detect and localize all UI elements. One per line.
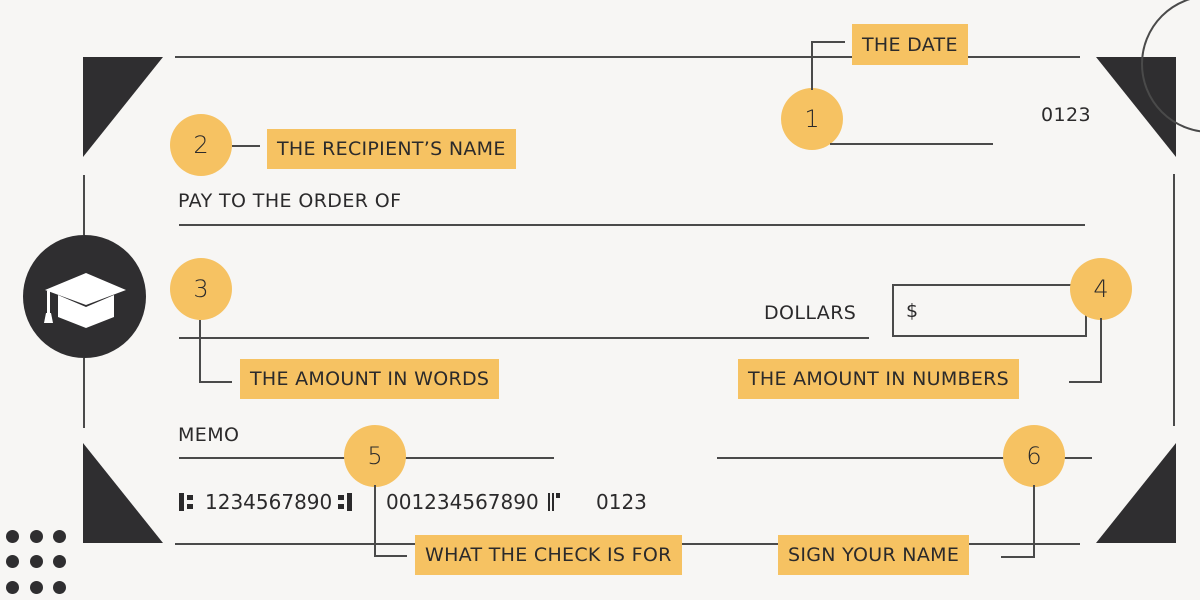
check-right-border — [1173, 174, 1175, 426]
callout-4-connector-h — [1069, 381, 1102, 383]
amount-words-line — [179, 337, 869, 339]
callout-2-label: THE RECIPIENT’S NAME — [267, 129, 516, 169]
callout-6-marker: 6 — [1003, 425, 1065, 487]
check-top-border — [175, 56, 1080, 58]
check-number: 0123 — [1041, 104, 1091, 126]
dollars-label: DOLLARS — [764, 302, 857, 324]
signature-line — [717, 457, 1092, 459]
corner-triangle-bottom-right — [1096, 443, 1176, 543]
check-left-border-lower — [83, 358, 85, 428]
callout-3-marker: 3 — [170, 258, 232, 320]
callout-2-marker: 2 — [170, 114, 232, 176]
payee-line — [179, 224, 1085, 226]
micr-transit-symbol-end — [338, 493, 354, 511]
micr-check-number: 0123 — [596, 490, 647, 514]
callout-1-marker: 1 — [781, 88, 843, 150]
micr-routing-number: 1234567890 — [205, 490, 333, 514]
callout-6-connector-h — [1001, 556, 1035, 558]
callout-3-label: THE AMOUNT IN WORDS — [240, 359, 500, 399]
memo-label: MEMO — [178, 424, 240, 446]
callout-1-connector-v — [811, 42, 813, 90]
callout-2-connector — [232, 145, 260, 147]
callout-1-label: THE DATE — [852, 24, 968, 65]
currency-symbol: $ — [906, 300, 919, 322]
callout-3-connector-h — [199, 381, 232, 383]
micr-account-number: 001234567890 — [386, 490, 539, 514]
callout-4-label: THE AMOUNT IN NUMBERS — [738, 359, 1020, 399]
callout-4-connector-v — [1100, 318, 1102, 383]
pay-to-label: PAY TO THE ORDER OF — [178, 190, 402, 212]
callout-1-connector-h — [811, 41, 845, 43]
callout-6-label: SIGN YOUR NAME — [778, 535, 970, 575]
callout-4-marker: 4 — [1070, 258, 1132, 320]
callout-5-connector-v — [374, 485, 376, 556]
corner-triangle-top-right — [1096, 57, 1176, 157]
graduation-cap-icon — [44, 273, 126, 328]
micr-transit-symbol — [179, 493, 195, 511]
decorative-circle-outline — [1141, 0, 1200, 133]
callout-3-connector-v — [199, 320, 201, 382]
corner-triangle-bottom-left — [83, 443, 163, 543]
micr-on-us-symbol — [548, 493, 560, 511]
callout-5-connector-h — [374, 555, 407, 557]
callout-6-connector-v — [1033, 485, 1035, 557]
date-line — [830, 143, 993, 145]
callout-5-label: WHAT THE CHECK IS FOR — [415, 535, 682, 575]
callout-5-marker: 5 — [344, 425, 406, 487]
amount-box[interactable]: $ — [892, 284, 1087, 337]
check-left-border-upper — [83, 175, 85, 235]
graduation-badge — [23, 235, 146, 358]
corner-triangle-top-left — [83, 57, 163, 157]
